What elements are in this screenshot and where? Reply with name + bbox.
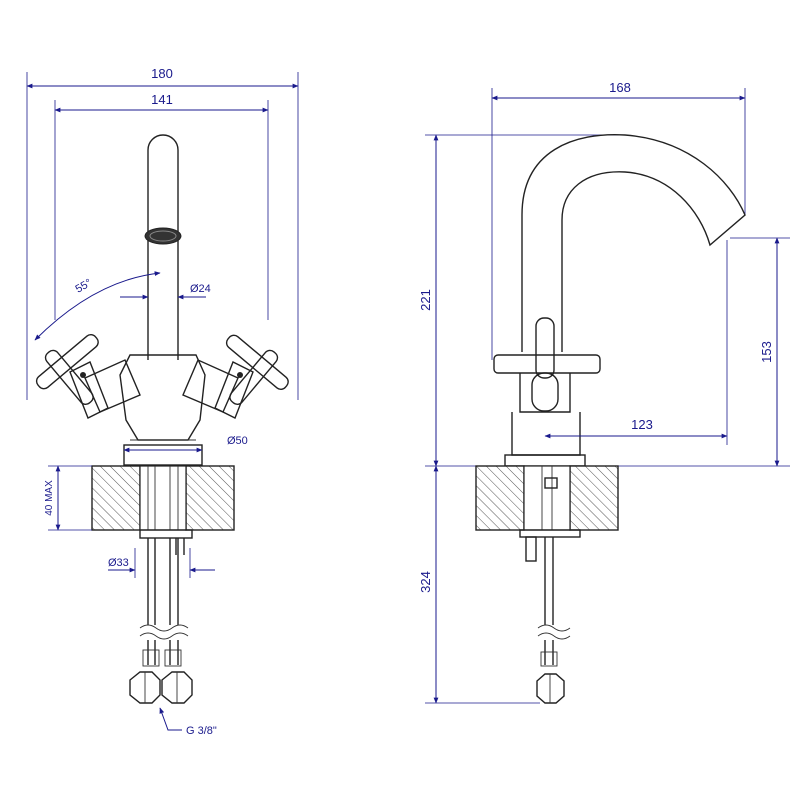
dim-324-label: 324: [418, 571, 433, 593]
faucet-body-front: [119, 354, 206, 466]
hex-nuts-front: [129, 671, 193, 704]
dim-angle: 55°: [34, 271, 161, 341]
dim-168: 168: [491, 80, 746, 360]
deck-front: [91, 465, 235, 555]
dim-40max: 40 MAX: [44, 465, 92, 531]
dim-221: 221: [418, 134, 620, 467]
front-view: 180 141 Ø24 55°: [26, 66, 299, 737]
dim-d50: Ø50: [123, 435, 248, 453]
dim-153-label: 153: [759, 341, 774, 363]
dim-123-label: 123: [631, 417, 653, 432]
dim-324: 324: [418, 465, 540, 704]
dim-141-label: 141: [151, 92, 173, 107]
right-handle: [182, 334, 289, 419]
hoses-side: [536, 537, 571, 704]
dim-angle-label: 55°: [74, 277, 94, 296]
dim-d33: Ø33: [108, 548, 215, 578]
dim-168-label: 168: [609, 80, 631, 95]
dim-d50-label: Ø50: [227, 435, 248, 447]
side-view: 168 221 123: [418, 80, 790, 704]
hoses-front: [139, 538, 189, 667]
dim-153: 153: [600, 237, 790, 467]
left-handle: [35, 333, 141, 419]
dim-connection: G 3/8": [159, 707, 217, 737]
spout-front: [144, 134, 182, 360]
dim-d24: Ø24: [120, 283, 211, 300]
deck-side: [475, 465, 619, 562]
dim-d24-label: Ø24: [190, 283, 211, 295]
dim-40max-label: 40 MAX: [44, 480, 55, 516]
spout-side: [521, 133, 746, 352]
dim-connection-label: G 3/8": [186, 725, 217, 737]
dim-123: 123: [544, 240, 728, 445]
dim-d33-label: Ø33: [108, 557, 129, 569]
faucet-body-side: [493, 317, 601, 467]
dim-180: 180: [26, 66, 299, 400]
dim-180-label: 180: [151, 66, 173, 81]
dim-221-label: 221: [418, 289, 433, 311]
